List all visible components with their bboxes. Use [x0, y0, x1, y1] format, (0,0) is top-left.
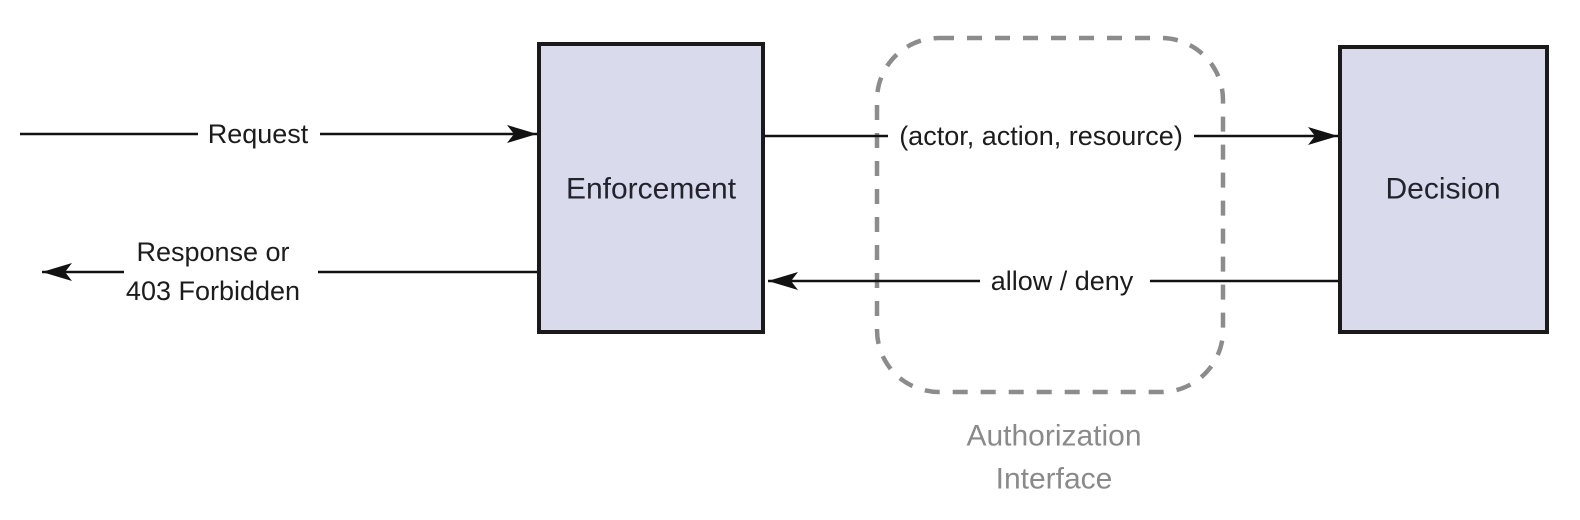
- edge-response-label-line1: Response or: [136, 237, 289, 267]
- node-decision-label: Decision: [1385, 173, 1500, 206]
- node-decision: Decision: [1338, 45, 1549, 334]
- edge-authz-request: (actor, action, resource): [763, 121, 1338, 151]
- node-enforcement: Enforcement: [537, 42, 765, 334]
- edge-response: Response or 403 Forbidden: [42, 237, 539, 306]
- edge-authz-response-label: allow / deny: [991, 266, 1134, 296]
- edge-authz-request-label: (actor, action, resource): [899, 121, 1183, 151]
- authorization-interface-label-line2: Interface: [996, 463, 1113, 496]
- edge-request-label: Request: [208, 119, 309, 149]
- node-enforcement-label: Enforcement: [566, 173, 737, 206]
- edge-request: Request: [20, 119, 537, 149]
- node-decision-box: [1338, 45, 1549, 334]
- authorization-interface-outline: [874, 35, 1226, 395]
- edge-response-label-line2: 403 Forbidden: [126, 276, 300, 306]
- edge-authz-response: allow / deny: [768, 266, 1340, 296]
- node-enforcement-box: [537, 42, 765, 334]
- authorization-interface-label-line1: Authorization: [966, 420, 1141, 453]
